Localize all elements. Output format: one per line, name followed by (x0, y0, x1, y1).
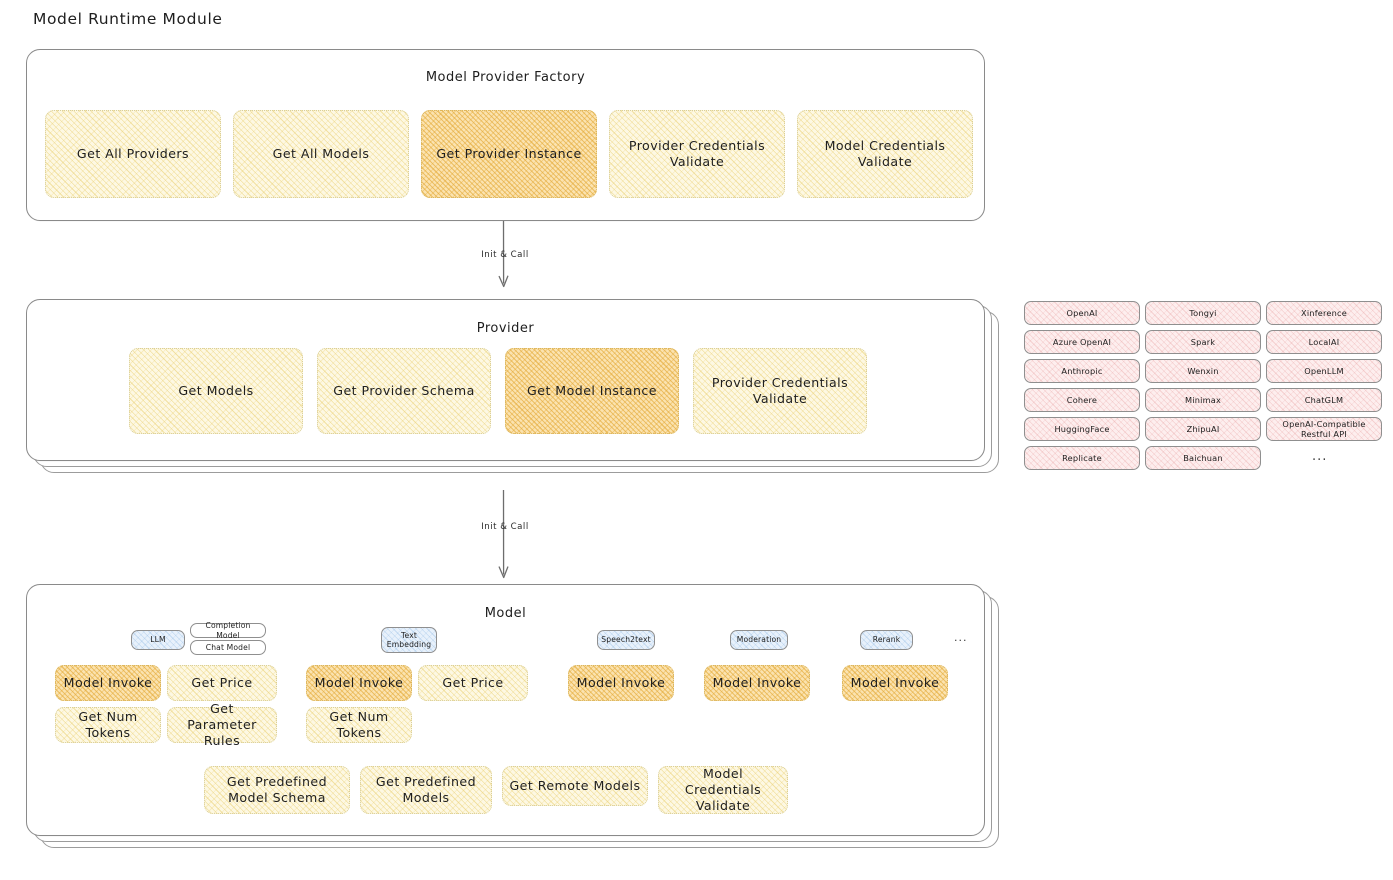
provider-chip-openai-compatible-restful-api[interactable]: OpenAI-Compatible Restful API (1266, 417, 1382, 441)
model-type-badge-rerank[interactable]: Rerank (860, 630, 913, 650)
arrow-factory-to-provider: Init & Call (480, 220, 540, 295)
provider-node-get-model-instance[interactable]: Get Model Instance (505, 348, 679, 434)
provider-chip-chatglm[interactable]: ChatGLM (1266, 388, 1382, 412)
model-type-badge-llm[interactable]: LLM (131, 630, 185, 650)
arrow-2-icon (498, 489, 509, 579)
provider-node-get-models[interactable]: Get Models (129, 348, 303, 434)
model-type-badge-moderation[interactable]: Moderation (730, 630, 788, 650)
speech2text-node-model-invoke[interactable]: Model Invoke (568, 665, 674, 701)
model-common-node-get-predefined-model-schema[interactable]: Get Predefined Model Schema (204, 766, 350, 814)
provider-chip-wenxin[interactable]: Wenxin (1145, 359, 1261, 383)
provider-node-get-provider-schema[interactable]: Get Provider Schema (317, 348, 491, 434)
arrow-provider-to-model: Init & Call (480, 489, 540, 586)
provider-list: OpenAI Azure OpenAI Anthropic Cohere Hug… (1024, 301, 1384, 476)
provider-chip-minimax[interactable]: Minimax (1145, 388, 1261, 412)
model-type-badge-text-embedding[interactable]: Text Embedding (381, 627, 437, 653)
provider-chip-openllm[interactable]: OpenLLM (1266, 359, 1382, 383)
provider-node-provider-credentials-validate[interactable]: Provider Credentials Validate (693, 348, 867, 434)
text-embedding-node-get-num-tokens[interactable]: Get Num Tokens (306, 707, 412, 743)
factory-node-get-all-providers[interactable]: Get All Providers (45, 110, 221, 198)
provider-chip-tongyi[interactable]: Tongyi (1145, 301, 1261, 325)
text-embedding-node-model-invoke[interactable]: Model Invoke (306, 665, 412, 701)
llm-node-get-parameter-rules[interactable]: Get Parameter Rules (167, 701, 277, 748)
provider-chip-azure-openai[interactable]: Azure OpenAI (1024, 330, 1140, 354)
provider-chip-localai[interactable]: LocalAI (1266, 330, 1382, 354)
provider-chip-cohere[interactable]: Cohere (1024, 388, 1140, 412)
arrow-1-icon (498, 220, 509, 288)
provider-chip-replicate[interactable]: Replicate (1024, 446, 1140, 470)
text-embedding-node-get-price[interactable]: Get Price (418, 665, 528, 701)
model-subtype-badge-completion-model[interactable]: Completion Model (190, 621, 266, 640)
factory-node-get-all-models[interactable]: Get All Models (233, 110, 409, 198)
page-title: Model Runtime Module (33, 10, 223, 28)
model-common-node-model-credentials-validate[interactable]: Model Credentials Validate (658, 766, 788, 814)
llm-node-model-invoke[interactable]: Model Invoke (55, 665, 161, 701)
arrow-1-label: Init & Call (481, 250, 529, 260)
provider-chip-spark[interactable]: Spark (1145, 330, 1261, 354)
factory-title: Model Provider Factory (425, 70, 586, 85)
provider-title: Provider (476, 321, 535, 336)
factory-node-get-provider-instance[interactable]: Get Provider Instance (421, 110, 597, 198)
model-subtype-badge-chat-model[interactable]: Chat Model (190, 640, 266, 655)
model-container: Model LLM Completion Model Chat Model Mo… (26, 584, 985, 836)
provider-chip-openai[interactable]: OpenAI (1024, 301, 1140, 325)
provider-chip-xinference[interactable]: Xinference (1266, 301, 1382, 325)
model-types-more: ... (954, 631, 968, 644)
llm-node-get-price[interactable]: Get Price (167, 665, 277, 701)
model-common-node-get-predefined-models[interactable]: Get Predefined Models (360, 766, 492, 814)
provider-chip-baichuan[interactable]: Baichuan (1145, 446, 1261, 470)
moderation-node-model-invoke[interactable]: Model Invoke (704, 665, 810, 701)
provider-container: Provider Get Models Get Provider Schema … (26, 299, 985, 461)
provider-chip-zhipuai[interactable]: ZhipuAI (1145, 417, 1261, 441)
provider-chip-anthropic[interactable]: Anthropic (1024, 359, 1140, 383)
model-common-node-get-remote-models[interactable]: Get Remote Models (502, 766, 648, 806)
factory-node-provider-credentials-validate[interactable]: Provider Credentials Validate (609, 110, 785, 198)
llm-node-get-num-tokens[interactable]: Get Num Tokens (55, 707, 161, 743)
model-title: Model (484, 606, 527, 621)
arrow-2-label: Init & Call (481, 522, 529, 532)
factory-node-model-credentials-validate[interactable]: Model Credentials Validate (797, 110, 973, 198)
model-provider-factory-container: Model Provider Factory Get All Providers… (26, 49, 985, 221)
provider-chip-huggingface[interactable]: HuggingFace (1024, 417, 1140, 441)
model-type-badge-speech2text[interactable]: Speech2text (597, 630, 655, 650)
provider-list-more: ... (1312, 449, 1328, 464)
rerank-node-model-invoke[interactable]: Model Invoke (842, 665, 948, 701)
